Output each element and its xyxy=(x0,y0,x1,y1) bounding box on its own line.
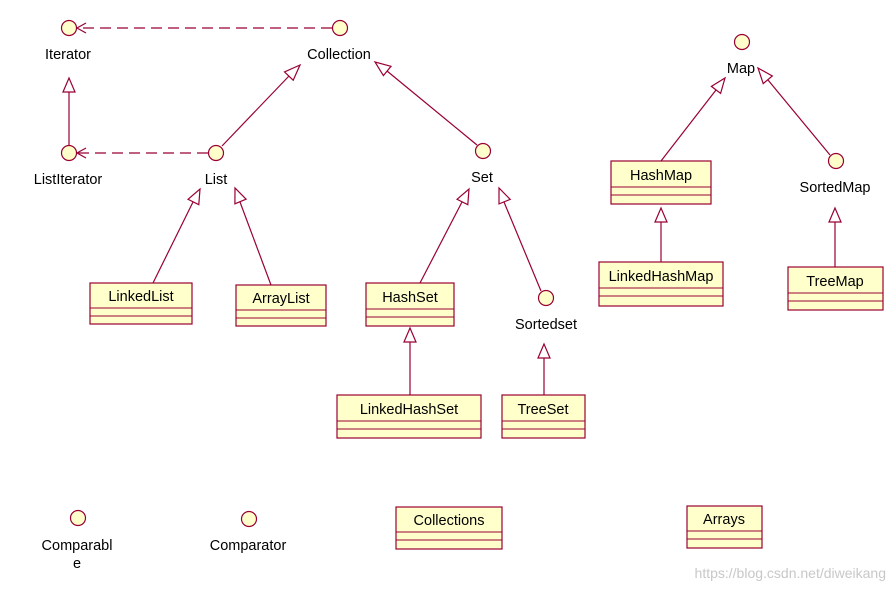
class-treeset[interactable]: TreeSet xyxy=(501,394,586,439)
interface-circle-icon xyxy=(207,144,225,162)
interface-set[interactable]: Set xyxy=(471,142,493,187)
class-label: Collections xyxy=(414,513,485,529)
interface-label: Map xyxy=(727,61,755,77)
class-hashmap[interactable]: HashMap xyxy=(610,160,712,205)
interface-label: Comparator xyxy=(210,538,287,554)
interface-label: Sortedset xyxy=(515,317,577,333)
class-label: HashMap xyxy=(630,168,692,184)
class-linkedhashmap[interactable]: LinkedHashMap xyxy=(598,261,724,307)
hashmap-implements-map xyxy=(660,76,727,162)
hashset-implements-set xyxy=(419,187,470,284)
treeset-implements-sortedset xyxy=(537,342,551,395)
class-label: LinkedList xyxy=(108,289,173,305)
interface-label-line2: e xyxy=(73,556,81,572)
class-arraylist[interactable]: ArrayList xyxy=(235,284,327,327)
interface-comparable[interactable]: Comparabl e xyxy=(42,509,113,573)
class-label: TreeMap xyxy=(806,274,863,290)
sortedset-extends-set xyxy=(498,186,542,292)
class-linkedlist[interactable]: LinkedList xyxy=(89,282,193,325)
interface-list[interactable]: List xyxy=(205,144,228,189)
interface-circle-icon xyxy=(69,509,87,527)
class-collections[interactable]: Collections xyxy=(395,506,503,550)
interface-circle-icon xyxy=(733,33,751,51)
interface-listiterator[interactable]: ListIterator xyxy=(34,144,103,189)
class-label: HashSet xyxy=(382,290,438,306)
interface-label: SortedMap xyxy=(800,180,871,196)
interface-label: Set xyxy=(471,170,493,186)
class-label: LinkedHashMap xyxy=(609,269,714,285)
linkedhashset-extends-hashset xyxy=(403,326,417,395)
list-to-listiterator-dependency xyxy=(75,147,208,159)
linkedhashmap-extends-hashmap xyxy=(654,206,668,262)
interface-map[interactable]: Map xyxy=(727,33,755,78)
interface-label: List xyxy=(205,172,228,188)
interface-label-line1: Comparabl xyxy=(42,538,113,554)
interface-circle-icon xyxy=(60,144,78,162)
list-extends-collection xyxy=(221,63,302,147)
class-hashset[interactable]: HashSet xyxy=(365,282,455,327)
class-label: LinkedHashSet xyxy=(360,402,458,418)
interface-collection[interactable]: Collection xyxy=(307,19,371,64)
interface-label: Collection xyxy=(307,47,371,63)
class-treemap[interactable]: TreeMap xyxy=(787,266,884,311)
class-arrays[interactable]: Arrays xyxy=(686,505,763,549)
collection-to-iterator-dependency xyxy=(75,22,332,34)
interface-label: Iterator xyxy=(45,47,91,63)
interface-circle-icon xyxy=(331,19,349,37)
interface-iterator[interactable]: Iterator xyxy=(45,19,91,64)
interface-circle-icon xyxy=(240,510,258,528)
interface-circle-icon xyxy=(474,142,492,160)
listiterator-extends-iterator xyxy=(62,76,76,145)
watermark-text: https://blog.csdn.net/diweikang xyxy=(695,565,886,581)
interface-circle-icon xyxy=(537,289,555,307)
arraylist-implements-list xyxy=(234,186,272,286)
interface-circle-icon xyxy=(60,19,78,37)
interface-sortedset[interactable]: Sortedset xyxy=(515,289,577,334)
interface-sortedmap[interactable]: SortedMap xyxy=(800,152,871,197)
interface-circle-icon xyxy=(827,152,845,170)
sortedmap-extends-map xyxy=(756,66,831,156)
linkedlist-implements-list xyxy=(152,187,201,284)
class-label: Arrays xyxy=(703,512,745,528)
class-label: TreeSet xyxy=(517,402,568,418)
class-linkedhashset[interactable]: LinkedHashSet xyxy=(336,394,482,439)
set-extends-collection xyxy=(373,61,478,146)
treemap-implements-sortedmap xyxy=(828,206,842,267)
interface-comparator[interactable]: Comparator xyxy=(210,510,287,555)
connectors xyxy=(62,22,842,395)
interface-label: ListIterator xyxy=(34,172,103,188)
class-label: ArrayList xyxy=(252,291,309,307)
